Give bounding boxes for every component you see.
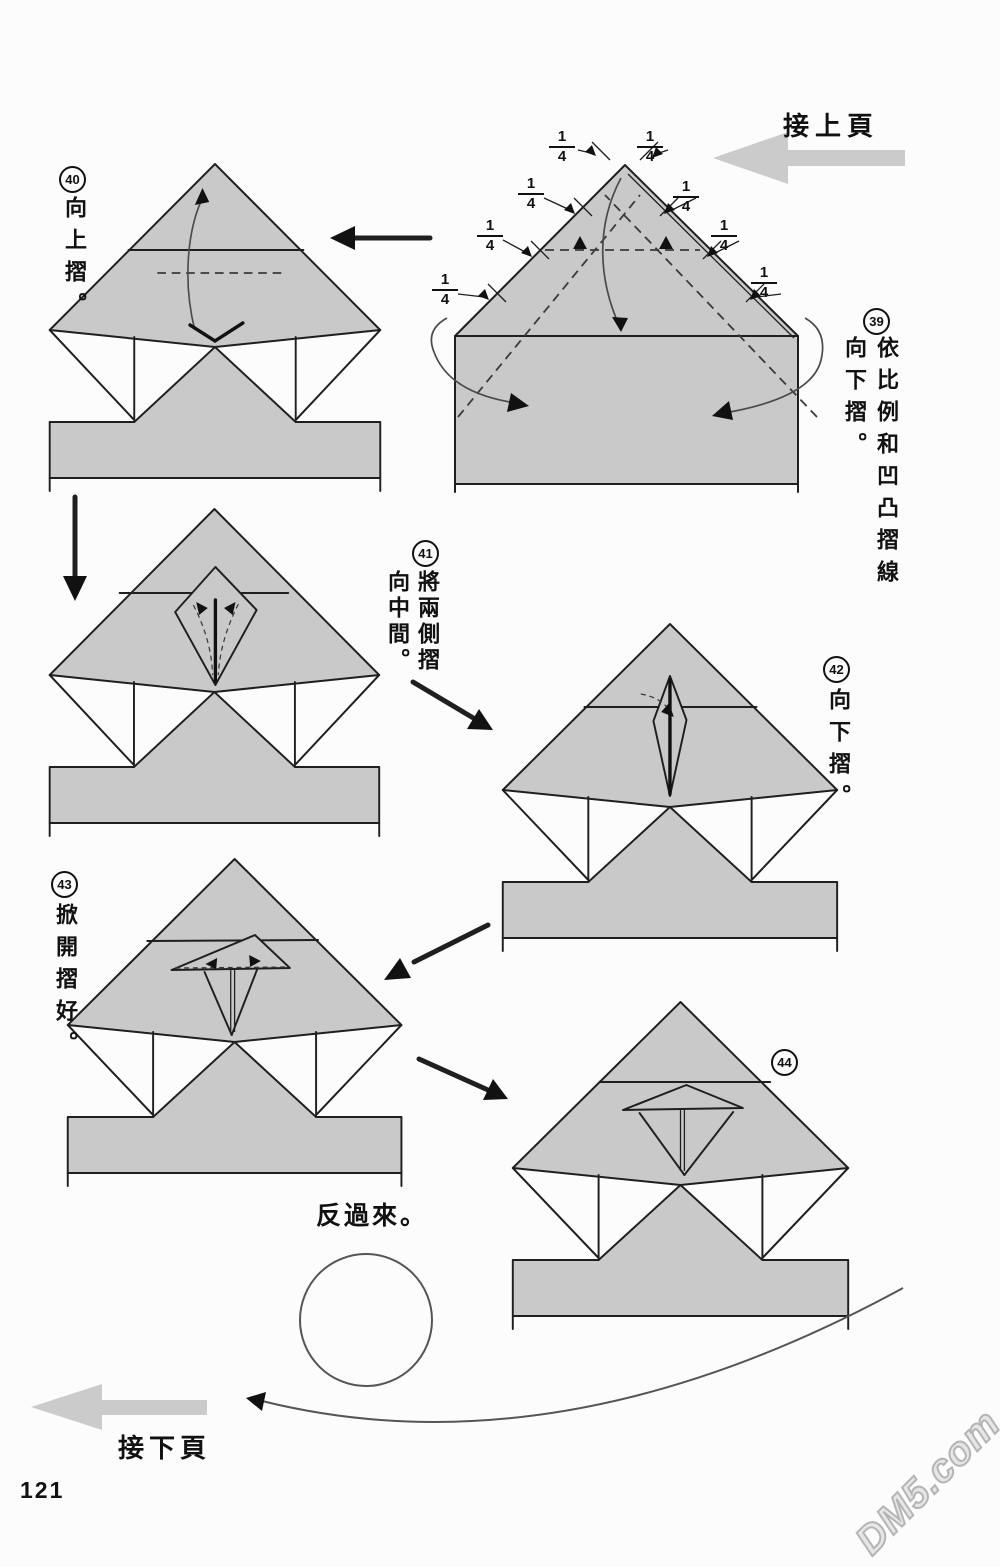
quarter-ticks-right bbox=[639, 141, 782, 303]
mountain-fold-mark bbox=[659, 236, 673, 249]
step-41-diagram bbox=[48, 508, 381, 837]
step-41-instruction: 將兩側摺向中間。 bbox=[385, 570, 440, 674]
page-number: 121 bbox=[20, 1477, 65, 1503]
arrow-43-to-44 bbox=[483, 1079, 508, 1100]
step-39-instruction: 依比例和凹凸摺線向下摺。 bbox=[842, 336, 899, 592]
arrow-40-to-41 bbox=[63, 576, 87, 601]
turn-over-note: 反過來。 bbox=[316, 1202, 429, 1230]
fold-arrow-curve bbox=[430, 317, 517, 404]
step-42-number: 42 bbox=[823, 656, 850, 683]
flow-arrows bbox=[63, 226, 508, 1100]
step-39-number: 39 bbox=[863, 308, 890, 335]
prev-page-arrow-icon bbox=[713, 132, 905, 184]
arrow-39-to-40 bbox=[330, 226, 355, 250]
step-44-number: 44 bbox=[771, 1049, 798, 1076]
fold-arrow-curve bbox=[723, 317, 824, 414]
step-39-diagram bbox=[430, 141, 824, 493]
next-page-arrow-icon bbox=[31, 1384, 207, 1430]
step-41-number: 41 bbox=[412, 540, 439, 567]
step-40-number: 40 bbox=[59, 166, 86, 193]
step-43-number: 43 bbox=[51, 871, 78, 898]
step-40-diagram bbox=[48, 163, 382, 492]
mountain-fold-mark bbox=[573, 236, 587, 249]
step-42-instruction: 向下摺。 bbox=[826, 688, 851, 816]
turn-over-symbol bbox=[246, 1253, 904, 1423]
step-42-diagram bbox=[501, 623, 839, 952]
arrow-42-to-43 bbox=[384, 958, 411, 980]
next-page-label: 接下頁 bbox=[118, 1433, 212, 1463]
step-40-instruction: 向上摺。 bbox=[62, 196, 87, 324]
prev-page-label: 接上頁 bbox=[783, 111, 880, 141]
step-43-instruction: 掀開摺好。 bbox=[53, 903, 78, 1063]
step-43-diagram bbox=[66, 858, 403, 1187]
fold-arrow-curve bbox=[602, 177, 622, 326]
fold-arrow-curve bbox=[187, 199, 203, 331]
arrow-41-to-42 bbox=[467, 709, 493, 730]
step-44-diagram bbox=[511, 1001, 850, 1330]
quarter-ticks-left bbox=[457, 141, 611, 303]
